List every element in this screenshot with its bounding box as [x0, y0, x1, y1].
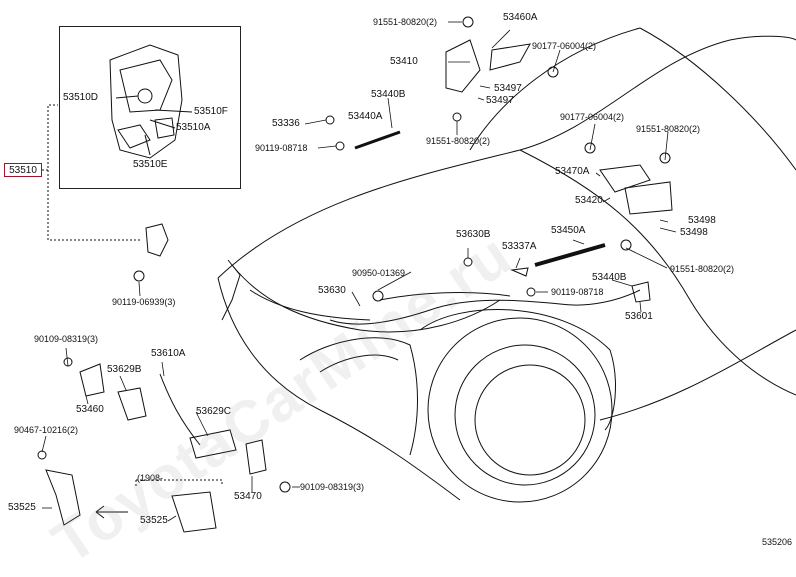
label-90109-bottom[interactable]: 90109-08319(3)	[300, 482, 365, 492]
windshield-line	[639, 27, 796, 171]
wheel-rim	[474, 364, 586, 476]
label-90119-08718-left[interactable]: 90119-08718	[255, 143, 308, 153]
leader-53510-b	[47, 170, 140, 241]
label-91551-right[interactable]: 91551-80820(2)	[636, 124, 701, 134]
label-53525-left[interactable]: 53525	[8, 502, 36, 513]
label-53629c[interactable]: 53629C	[196, 406, 232, 417]
bumper-outline	[217, 277, 461, 501]
grille-inner	[319, 354, 399, 373]
label-53510d: 53510D	[63, 92, 99, 103]
label-90119-08718-mid[interactable]: 90119-08718	[551, 287, 604, 297]
hood-lock-part	[133, 223, 169, 282]
hood-stay	[354, 130, 606, 267]
hood-cable-2	[379, 292, 511, 301]
label-53450a[interactable]: 53450A	[551, 225, 586, 236]
lower-left-parts	[37, 357, 291, 533]
label-53630[interactable]: 53630	[318, 285, 346, 296]
label-53525-right[interactable]: 53525	[140, 515, 168, 526]
label-53337a[interactable]: 53337A	[502, 241, 537, 252]
fender-line	[519, 149, 796, 396]
label-53470a[interactable]: 53470A	[555, 166, 590, 177]
label-53510e: 53510E	[133, 159, 168, 170]
label-91551-mid[interactable]: 91551-80820(2)	[426, 136, 491, 146]
body-side-line	[599, 329, 796, 421]
label-90467[interactable]: 90467-10216(2)	[14, 425, 79, 435]
front-edge	[221, 259, 241, 321]
leader-lines	[41, 21, 677, 522]
label-53460a[interactable]: 53460A	[503, 12, 538, 23]
label-90177-top[interactable]: 90177-06004(2)	[532, 41, 597, 51]
highlighted-part-53510[interactable]: 53510	[4, 163, 42, 177]
hood-upper-edge	[469, 27, 641, 151]
label-53497-a[interactable]: 53497	[494, 83, 522, 94]
label-53510f: 53510F	[194, 106, 228, 117]
label-53610a[interactable]: 53610A	[151, 348, 186, 359]
headlamp-inner	[249, 289, 371, 321]
label-53440b[interactable]: 53440B	[371, 89, 406, 100]
label-53440a[interactable]: 53440A	[348, 111, 383, 122]
lock-assembly-inset	[59, 26, 241, 189]
label-53440b-lower[interactable]: 53440B	[592, 272, 627, 283]
drawing-number: 535206	[761, 537, 792, 547]
label-53497-b[interactable]: 53497	[486, 95, 514, 106]
label-90109-top[interactable]: 90109-08319(3)	[34, 334, 99, 344]
label-53420[interactable]: 53420	[575, 195, 603, 206]
wheel-inner	[454, 344, 596, 486]
label-90177-right[interactable]: 90177-06004(2)	[560, 112, 625, 122]
label-1908: (1908-	[137, 473, 164, 483]
label-53630b[interactable]: 53630B	[456, 229, 491, 240]
headlamp-outline	[231, 264, 501, 333]
wheel-arch	[419, 309, 616, 431]
hinge-right-part	[584, 142, 673, 251]
label-53510a: 53510A	[176, 122, 211, 133]
hood-outline	[217, 35, 796, 279]
label-53470[interactable]: 53470	[234, 491, 262, 502]
label-53498-b[interactable]: 53498	[680, 227, 708, 238]
label-90119-06939[interactable]: 90119-06939(3)	[112, 297, 176, 307]
label-91551-top[interactable]: 91551-80820(2)	[373, 17, 438, 27]
leader-53510	[42, 104, 58, 171]
label-53410[interactable]: 53410	[390, 56, 418, 67]
label-53460[interactable]: 53460	[76, 404, 104, 415]
wheel-outer	[427, 317, 613, 503]
label-53336[interactable]: 53336	[272, 118, 300, 129]
label-53629b[interactable]: 53629B	[107, 364, 142, 375]
grille-outline	[299, 337, 418, 456]
label-90950[interactable]: 90950-01369	[352, 268, 406, 278]
label-53498-a[interactable]: 53498	[688, 215, 716, 226]
label-53601[interactable]: 53601	[625, 311, 653, 322]
hood-hinge-part	[445, 16, 559, 122]
label-91551-lower[interactable]: 91551-80820(2)	[670, 264, 735, 274]
hood-cable	[329, 289, 641, 325]
parts-diagram	[37, 16, 796, 533]
